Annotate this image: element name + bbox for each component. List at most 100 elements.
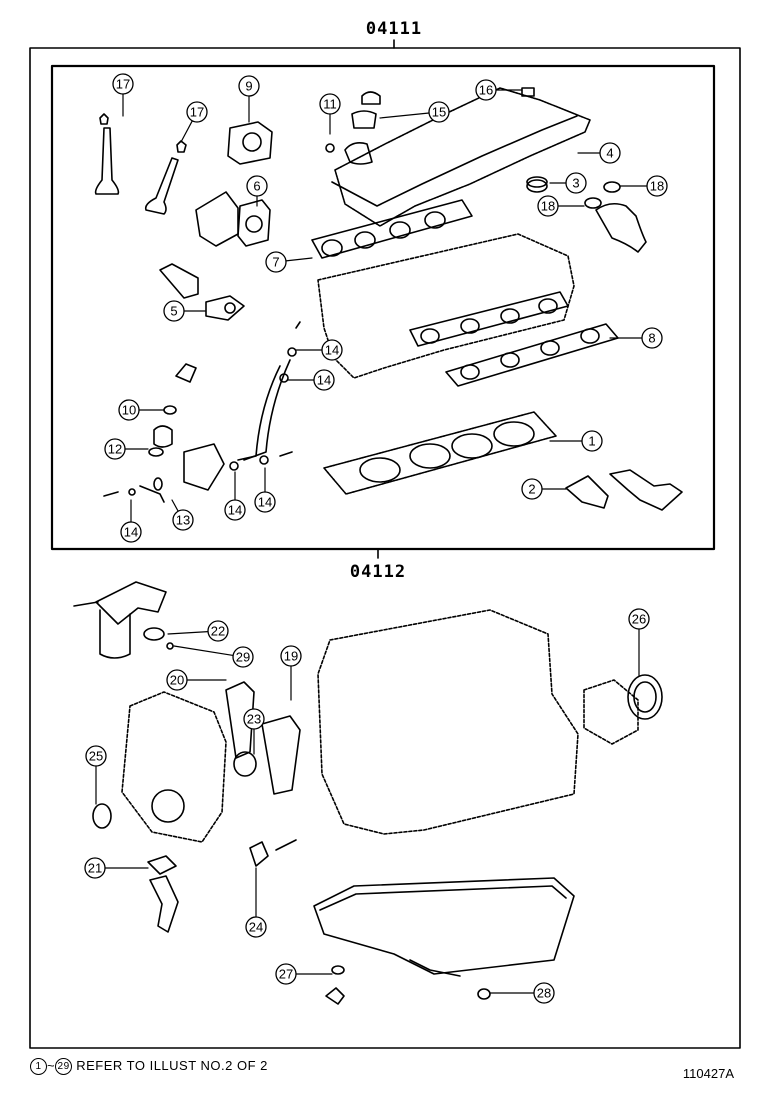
intake-gasket bbox=[311, 199, 473, 259]
callout-c29: 29 bbox=[232, 646, 254, 668]
callout-c17a: 17 bbox=[112, 73, 134, 95]
timing-cover bbox=[92, 681, 301, 843]
callout-c7: 7 bbox=[265, 251, 287, 273]
callout-c14a: 14 bbox=[321, 339, 343, 361]
callout-circle bbox=[641, 327, 663, 349]
callout-c21: 21 bbox=[84, 857, 106, 879]
callout-number: 24 bbox=[249, 920, 263, 935]
oil-pump-parts bbox=[73, 581, 174, 659]
oil-pan bbox=[313, 877, 575, 1005]
callout-c14c: 14 bbox=[120, 521, 142, 543]
callout-circle bbox=[280, 645, 302, 667]
callout-c14d: 14 bbox=[224, 499, 246, 521]
callout-number: 17 bbox=[190, 105, 204, 120]
callout-c15: 15 bbox=[428, 101, 450, 123]
callout-circle bbox=[112, 73, 134, 95]
callout-number: 23 bbox=[247, 712, 261, 727]
callout-number: 28 bbox=[537, 986, 551, 1001]
callout-number: 26 bbox=[632, 612, 646, 627]
callout-group: 1234567891011121314141414141516171718181… bbox=[84, 73, 668, 1004]
callout-number: 29 bbox=[236, 650, 250, 665]
callout-c5: 5 bbox=[163, 300, 185, 322]
callout-circle bbox=[275, 963, 297, 985]
callout-number: 14 bbox=[258, 495, 272, 510]
cylinder-head bbox=[317, 233, 575, 379]
callout-number: 8 bbox=[648, 331, 655, 346]
callout-circle bbox=[163, 300, 185, 322]
callout-number: 2 bbox=[528, 482, 535, 497]
callout-number: 21 bbox=[88, 861, 102, 876]
callout-c1: 1 bbox=[581, 430, 603, 452]
callout-circle bbox=[313, 369, 335, 391]
callout-c16: 16 bbox=[475, 79, 497, 101]
callout-circle bbox=[628, 608, 650, 630]
callout-circle bbox=[581, 430, 603, 452]
valve-cover-gasket bbox=[325, 87, 591, 227]
callout-circle bbox=[232, 646, 254, 668]
callout-circle bbox=[238, 75, 260, 97]
footnote: 1~29 REFER TO ILLUST NO.2 OF 2 bbox=[30, 1058, 268, 1076]
callout-circle bbox=[599, 142, 621, 164]
callout-c19: 19 bbox=[280, 645, 302, 667]
callout-circle bbox=[537, 195, 559, 217]
callout-c18a: 18 bbox=[537, 195, 559, 217]
callout-leader-c17b bbox=[180, 120, 193, 143]
callout-circle bbox=[207, 620, 229, 642]
callout-leader-c15 bbox=[379, 112, 430, 119]
kit-label-bottom: 04112 bbox=[350, 562, 406, 582]
throttle-gaskets bbox=[195, 121, 273, 247]
callout-number: 25 bbox=[89, 749, 103, 764]
callout-circle bbox=[533, 982, 555, 1004]
strainer-parts bbox=[147, 839, 297, 933]
callout-circle bbox=[245, 916, 267, 938]
callout-c12: 12 bbox=[104, 438, 126, 460]
callout-c3: 3 bbox=[565, 172, 587, 194]
callout-number: 27 bbox=[279, 967, 293, 982]
callout-circle bbox=[319, 93, 341, 115]
callout-c4: 4 bbox=[599, 142, 621, 164]
callout-circle bbox=[166, 669, 188, 691]
callout-circle bbox=[104, 438, 126, 460]
callout-c6: 6 bbox=[246, 175, 268, 197]
callout-number: 7 bbox=[272, 255, 279, 270]
callout-circle bbox=[428, 101, 450, 123]
callout-c25: 25 bbox=[85, 745, 107, 767]
callout-number: 15 bbox=[432, 105, 446, 120]
kit-label-top: 04111 bbox=[366, 19, 422, 39]
callout-number: 11 bbox=[323, 97, 337, 112]
callout-c17b: 17 bbox=[186, 101, 208, 123]
callout-circle bbox=[475, 79, 497, 101]
inner-frame bbox=[50, 64, 716, 551]
callout-circle bbox=[120, 521, 142, 543]
callout-leader-c13 bbox=[171, 499, 179, 512]
callout-number: 13 bbox=[176, 513, 190, 528]
callout-circle bbox=[521, 478, 543, 500]
callout-number: 14 bbox=[317, 373, 331, 388]
footnote-text: REFER TO ILLUST NO.2 OF 2 bbox=[76, 1058, 268, 1073]
callout-number: 14 bbox=[228, 503, 242, 518]
misc-gaskets bbox=[565, 469, 683, 511]
footnote-range-end: 29 bbox=[55, 1058, 73, 1076]
outer-frame bbox=[29, 47, 741, 1049]
sensor-gasket bbox=[159, 263, 245, 321]
callout-c10: 10 bbox=[118, 399, 140, 421]
callout-c22: 22 bbox=[207, 620, 229, 642]
figure-number: 110427A bbox=[682, 1066, 734, 1081]
callout-leader-c29 bbox=[173, 645, 234, 657]
callout-number: 20 bbox=[170, 673, 184, 688]
callout-c13: 13 bbox=[172, 509, 194, 531]
callout-c26: 26 bbox=[628, 608, 650, 630]
callout-c14e: 14 bbox=[254, 491, 276, 513]
seal-rings bbox=[526, 176, 647, 253]
callout-circle bbox=[224, 499, 246, 521]
callout-circle bbox=[186, 101, 208, 123]
callout-leaders bbox=[95, 89, 648, 994]
cylinder-block bbox=[317, 609, 579, 835]
callout-c18b: 18 bbox=[646, 175, 668, 197]
callout-circle bbox=[84, 857, 106, 879]
callout-number: 18 bbox=[541, 199, 555, 214]
callout-number: 14 bbox=[325, 343, 339, 358]
callout-number: 3 bbox=[572, 176, 579, 191]
callout-circle bbox=[265, 251, 287, 273]
callout-number: 22 bbox=[211, 624, 225, 639]
